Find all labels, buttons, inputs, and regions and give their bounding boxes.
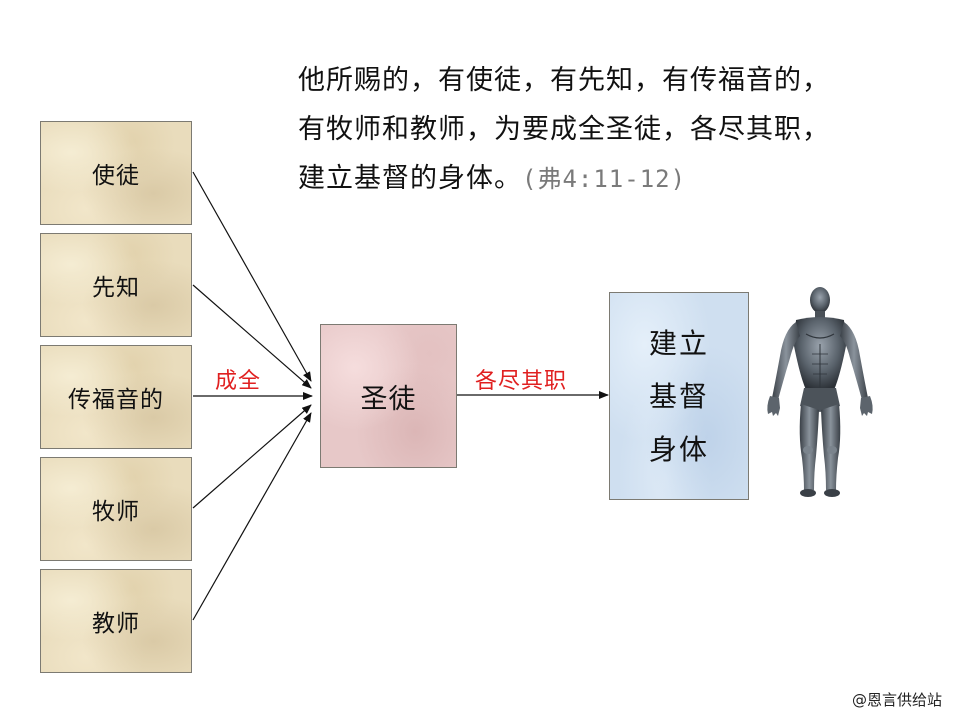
ministry-label: 传福音的	[68, 387, 164, 413]
verse-text: 他所赐的，有使徒，有先知，有传福音的， 有牧师和教师，为要成全圣徒，各尽其职， …	[298, 56, 938, 204]
verse-reference: (弗4:11-12)	[522, 165, 687, 193]
ministry-box-pastors: 牧师	[40, 457, 192, 561]
body-box-line-2: 基督	[648, 379, 709, 413]
ministry-label: 先知	[92, 275, 140, 301]
human-anatomy-figure-icon	[767, 287, 873, 497]
watermark: @恩言供给站	[851, 691, 942, 709]
verse-line-2: 有牧师和教师，为要成全圣徒，各尽其职，	[298, 114, 830, 145]
ministry-label: 使徒	[92, 163, 140, 189]
label-equip: 成全	[215, 369, 262, 394]
verse-line-3: 建立基督的身体。(弗4:11-12)	[298, 154, 938, 204]
label-each-function: 各尽其职	[475, 369, 568, 394]
arrow-prophets-to-saints	[192, 284, 312, 389]
body-box-line-3: 身体	[648, 432, 709, 466]
ministry-box-teachers: 教师	[40, 569, 192, 673]
ministry-label: 牧师	[92, 499, 140, 525]
body-box-line-1: 建立	[648, 326, 709, 360]
arrow-teachers-to-saints	[192, 412, 312, 621]
arrow-pastors-to-saints	[192, 404, 312, 509]
verse-line-1: 他所赐的，有使徒，有先知，有传福音的，	[298, 65, 830, 96]
verse-line-3-text: 建立基督的身体。	[298, 163, 522, 194]
ministry-label: 教师	[92, 611, 140, 637]
ministry-box-evangelists: 传福音的	[40, 345, 192, 449]
saints-box: 圣徒	[320, 324, 457, 468]
arrow-apostles-to-saints	[192, 171, 312, 382]
ministry-box-apostles: 使徒	[40, 121, 192, 225]
build-body-box: 建立 基督 身体	[609, 292, 749, 500]
ministry-box-prophets: 先知	[40, 233, 192, 337]
saints-label: 圣徒	[360, 383, 417, 415]
